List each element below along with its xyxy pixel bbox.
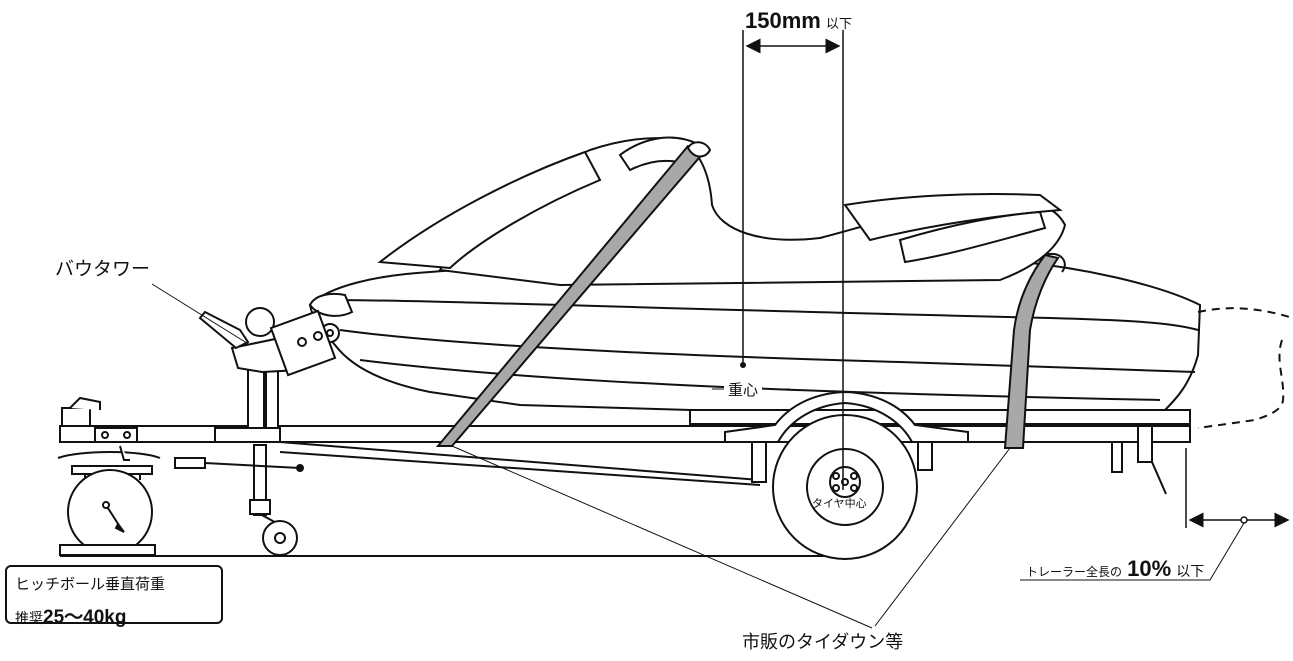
center-of-gravity-label: 重心	[724, 383, 763, 398]
watercraft-hull	[308, 250, 1202, 422]
hitch-load-title: ヒッチボール垂直荷重	[15, 575, 166, 593]
overhang-leader	[1020, 522, 1245, 581]
fender	[724, 390, 969, 443]
watercraft-deck	[377, 136, 1067, 287]
hitch-load-range: 25〜40kg	[43, 607, 127, 628]
bow-tower-leader	[151, 283, 251, 346]
tire-center-label: タイヤ中心	[812, 497, 867, 510]
tie-down-leader-rear	[874, 447, 1011, 627]
overhang-suffix: 以下	[1176, 564, 1205, 580]
bow-strap-post	[686, 141, 712, 158]
rear-tie-down-strap	[1003, 253, 1060, 449]
cog-offset-suffix: 以下	[825, 17, 852, 32]
next-watercraft-outline	[1197, 307, 1293, 429]
jack-stand	[174, 444, 304, 556]
tie-down-label: 市販のタイダウン等	[742, 632, 904, 653]
spare-wheel	[59, 469, 156, 556]
overhang-value: 10%	[1127, 556, 1172, 581]
hitch-load-box: ヒッチボール垂直荷重 推奨25〜40kg	[5, 565, 223, 628]
hitch-load-recommended-label: 推奨	[15, 611, 43, 627]
overhang-point	[1240, 516, 1248, 524]
rear-supports	[751, 425, 1167, 495]
cog-offset-value: 150mm	[745, 8, 821, 33]
overhang-label: トレーラー全長の 10% 以下	[1026, 558, 1204, 580]
trailer-tire	[772, 414, 918, 560]
cog-offset-label: 150mm 以下	[745, 10, 852, 32]
bow-tower-label: バウタワー	[55, 258, 151, 280]
overhang-prefix: トレーラー全長の	[1026, 565, 1123, 579]
cog-point	[740, 362, 746, 368]
tie-down-leader-front	[451, 445, 873, 629]
